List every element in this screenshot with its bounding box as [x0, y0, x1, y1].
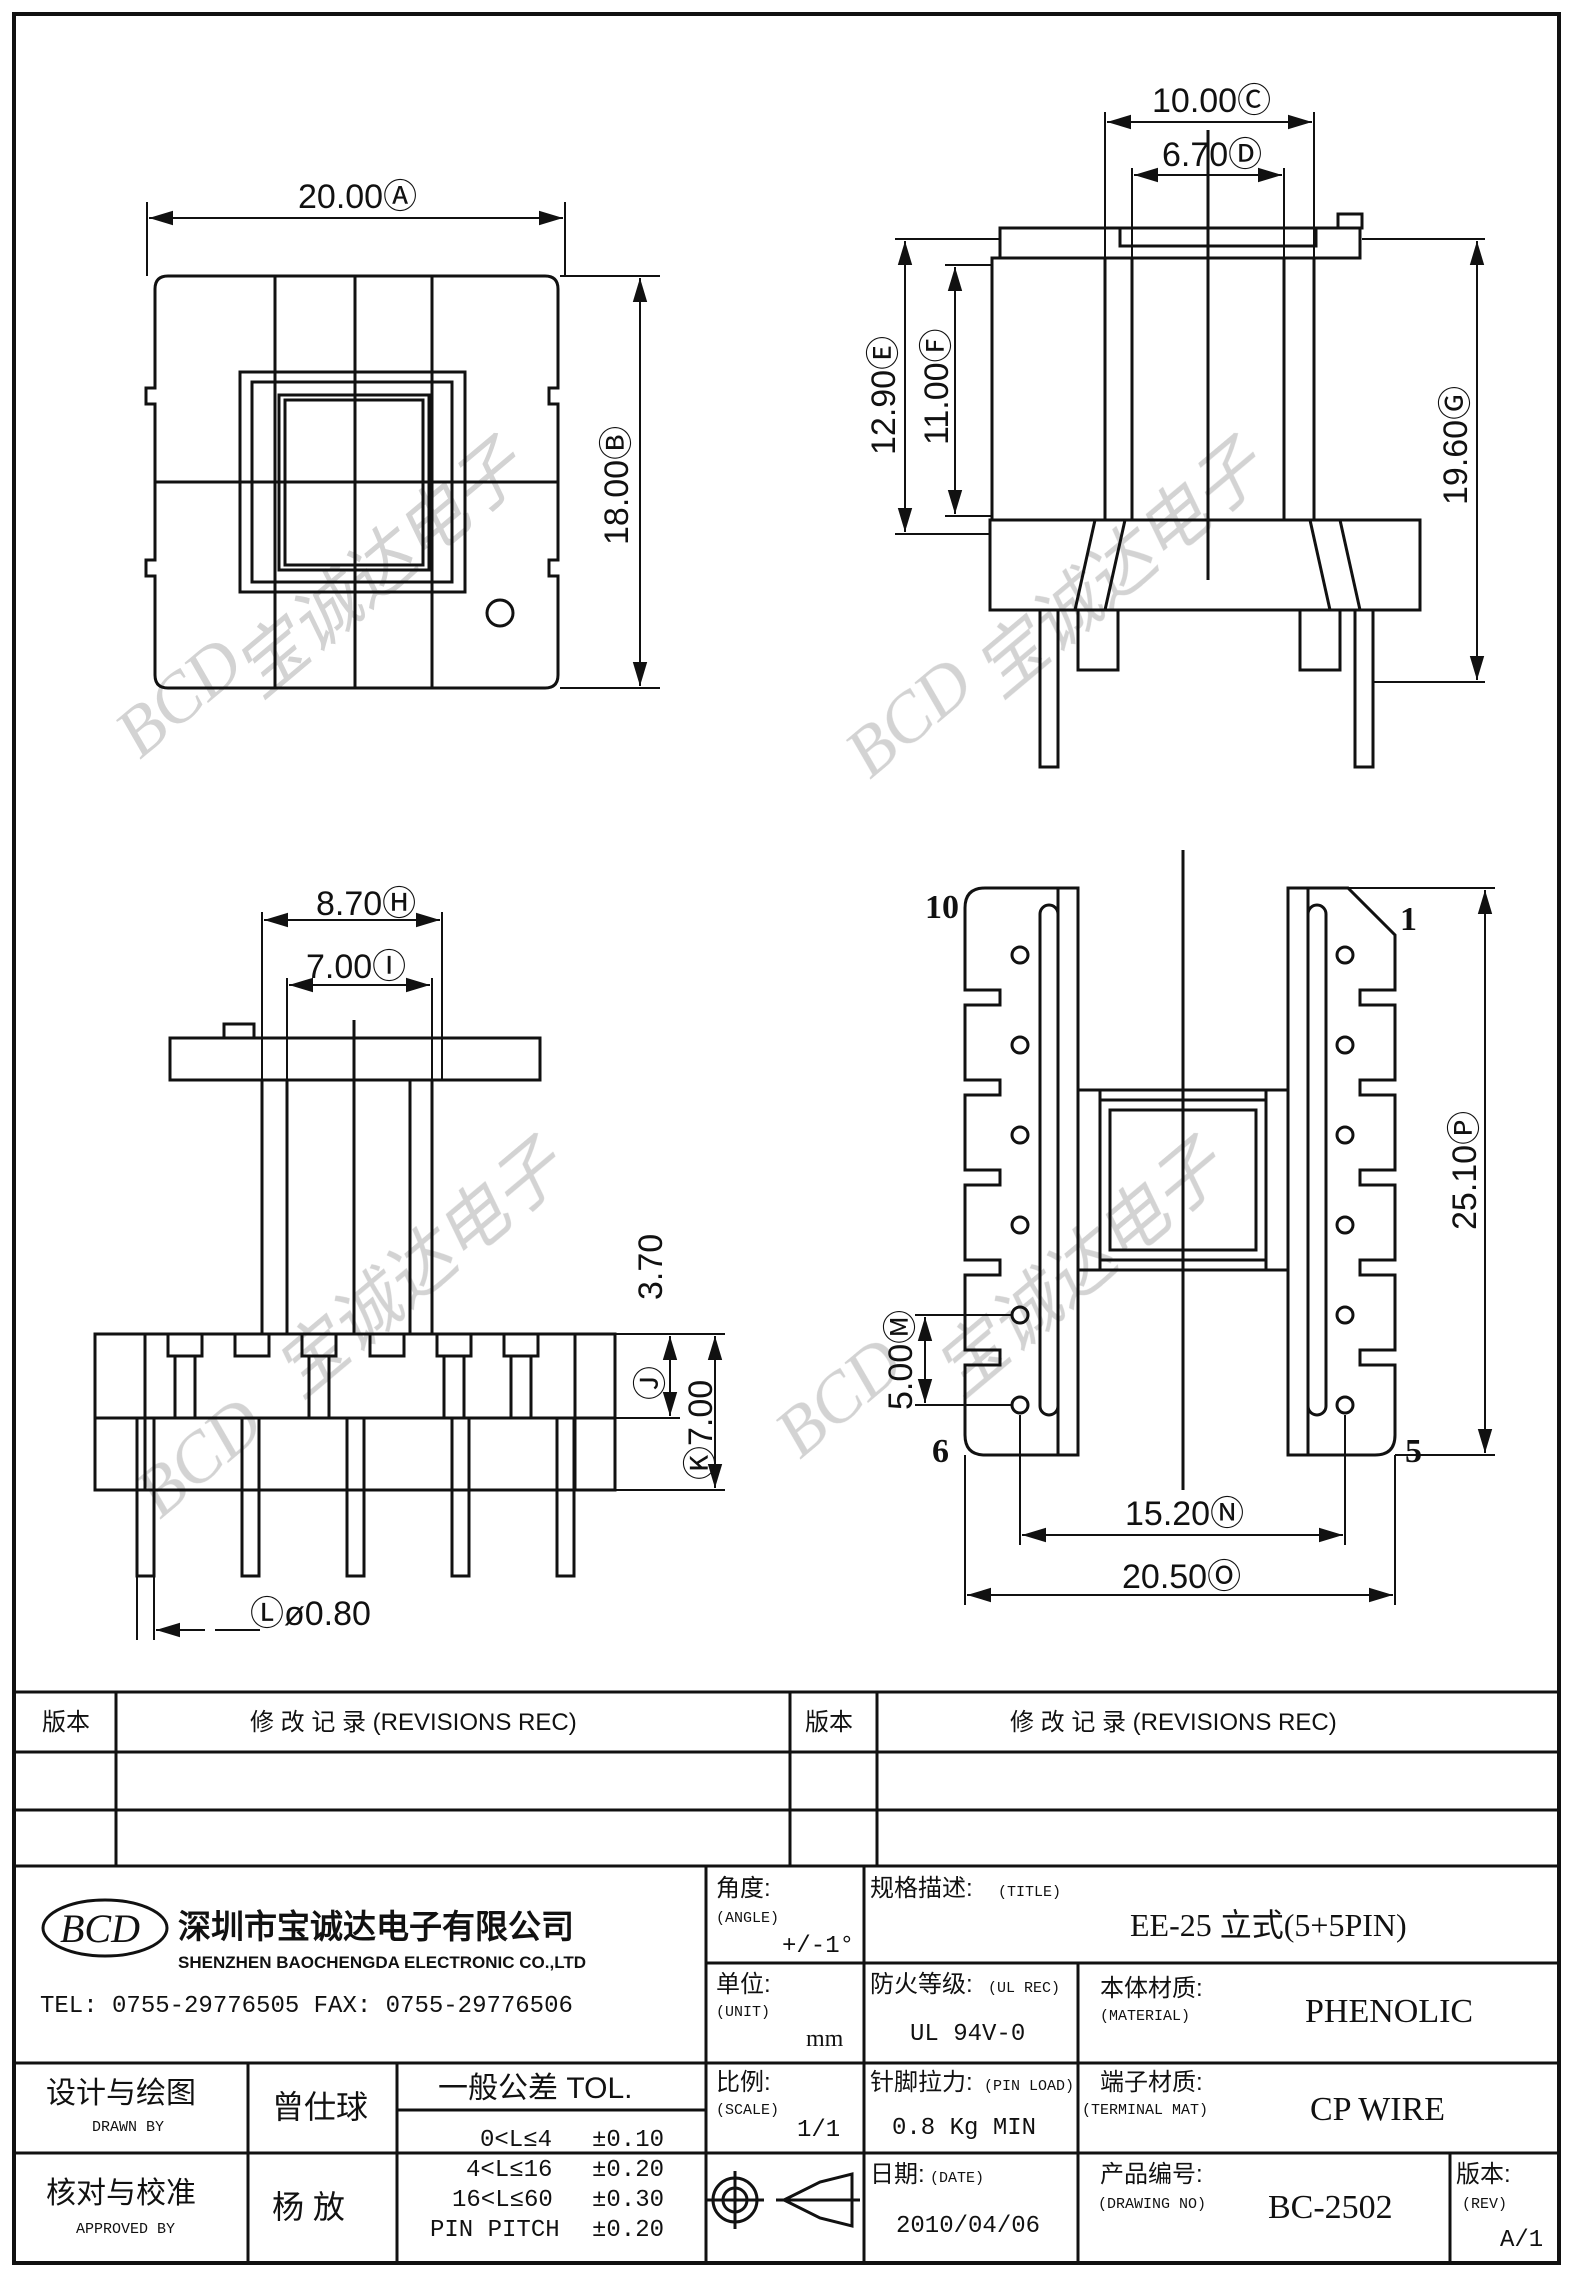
- tol-value-1: ±0.20: [592, 2157, 664, 2184]
- tol-range-3: PIN PITCH: [430, 2217, 560, 2244]
- pin-5-label: 5: [1405, 1433, 1422, 1470]
- scale-value: 1/1: [797, 2117, 840, 2144]
- dim-d: 6.70Ⓓ: [1162, 136, 1262, 174]
- drawn-label-en: DRAWN BY: [92, 2119, 164, 2136]
- revision-table: [14, 1690, 1559, 1868]
- tol-value-2: ±0.30: [592, 2187, 664, 2214]
- pinload-label: 针脚拉力:: [870, 2069, 973, 2096]
- tol-value-3: ±0.20: [592, 2217, 664, 2244]
- scale-label-en: (SCALE): [716, 2102, 779, 2119]
- rev-label-right: 版本: [805, 1709, 853, 1736]
- rev-title-left: 修 改 记 录 (REVISIONS REC): [250, 1709, 577, 1736]
- drawingno-label-en: (DRAWING NO): [1098, 2196, 1206, 2213]
- projection-symbol-icon: [706, 2171, 860, 2229]
- drawn-label: 设计与绘图: [46, 2077, 196, 2110]
- sheet-border: [12, 12, 1561, 2265]
- approved-label: 核对与校准: [46, 2177, 196, 2210]
- dim-c: 10.00Ⓒ: [1152, 82, 1271, 120]
- ul-value: UL 94V-0: [910, 2021, 1025, 2048]
- material-value: PHENOLIC: [1305, 1993, 1473, 2030]
- dim-n: 15.20Ⓝ: [1125, 1495, 1244, 1533]
- bottom-view: [963, 850, 1397, 1490]
- date-label: 日期:: [870, 2161, 925, 2188]
- dim-j: Ⓙ: [632, 1366, 670, 1400]
- drawn-value: 曾仕球: [272, 2089, 368, 2125]
- company-contact: TEL: 0755-29776505 FAX: 0755-29776506: [40, 1993, 573, 2020]
- unit-label: 单位:: [716, 1971, 771, 1998]
- tol-range-1: 4<L≤16: [466, 2157, 552, 2184]
- dim-p: 25.10Ⓟ: [1446, 1111, 1484, 1230]
- material-label: 本体材质:: [1100, 1975, 1203, 2002]
- side-view-dims: [136, 912, 725, 1640]
- pinload-label-en: (PIN LOAD): [984, 2078, 1074, 2095]
- angle-label-en: (ANGLE): [716, 1910, 779, 1927]
- svg-text:BCD: BCD: [831, 643, 988, 792]
- bottom-view-dims: [915, 887, 1495, 1605]
- dim-l: Ⓛø0.80: [250, 1595, 371, 1633]
- front-view: [988, 130, 1422, 769]
- angle-label: 角度:: [716, 1875, 771, 1902]
- rev-value: A/1: [1500, 2227, 1543, 2254]
- side-view: [93, 1020, 617, 1578]
- top-view: [144, 274, 560, 690]
- approved-label-en: APPROVED BY: [76, 2221, 175, 2238]
- pin-6-label: 6: [932, 1433, 949, 1470]
- tol-range-2: 16<L≤60: [452, 2187, 553, 2214]
- unit-value: mm: [806, 2026, 844, 2052]
- approved-value: 杨 放: [272, 2189, 345, 2225]
- ul-label-en: (UL REC): [988, 1980, 1060, 1997]
- front-view-dims: [895, 112, 1485, 683]
- drawingno-label: 产品编号:: [1100, 2161, 1203, 2188]
- dim-k: Ⓚ7.00: [682, 1380, 720, 1480]
- company-name-cn: 深圳市宝诚达电子有限公司: [178, 1908, 574, 1945]
- pinload-value: 0.8 Kg MIN: [892, 2115, 1036, 2142]
- svg-text:宝诚达电子: 宝诚达电子: [961, 426, 1282, 713]
- rev-label-left: 版本: [42, 1709, 90, 1736]
- tol-value-0: ±0.10: [592, 2127, 664, 2154]
- date-label-en: (DATE): [930, 2170, 984, 2187]
- scale-label: 比例:: [716, 2069, 771, 2096]
- dim-e: 12.90Ⓔ: [865, 336, 903, 455]
- terminal-label-en: (TERMINAL MAT): [1082, 2102, 1208, 2119]
- rev-label: 版本:: [1456, 2161, 1511, 2188]
- title-label: 规格描述:: [870, 1875, 973, 1902]
- angle-value: +/-1°: [782, 1933, 854, 1960]
- title-label-en: (TITLE): [998, 1884, 1061, 1901]
- top-view-dims: [146, 202, 660, 689]
- terminal-label: 端子材质:: [1100, 2069, 1203, 2096]
- ul-label: 防火等级:: [870, 1971, 973, 1998]
- dim-b: 18.00Ⓑ: [598, 426, 636, 545]
- rev-title-right: 修 改 记 录 (REVISIONS REC): [1010, 1709, 1337, 1736]
- material-label-en: (MATERIAL): [1100, 2008, 1190, 2025]
- dim-3-70: 3.70: [632, 1234, 670, 1300]
- tol-range-0: 0<L≤4: [480, 2127, 552, 2154]
- tol-title: 一般公差 TOL.: [438, 2072, 632, 2105]
- dim-h: 8.70Ⓗ: [316, 885, 416, 923]
- svg-text:BCD: BCD: [60, 1906, 140, 1951]
- terminal-value: CP WIRE: [1310, 2091, 1445, 2128]
- company-logo: BCD: [41, 1898, 169, 1958]
- title-value: EE-25 立式(5+5PIN): [1130, 1907, 1407, 1943]
- rev-label-en: (REV): [1462, 2196, 1507, 2213]
- pin-10-label: 10: [925, 889, 959, 926]
- dim-g: 19.60Ⓖ: [1437, 386, 1475, 505]
- date-value: 2010/04/06: [896, 2213, 1040, 2240]
- dim-m: 5.00Ⓜ: [882, 1310, 920, 1410]
- unit-label-en: (UNIT): [716, 2004, 770, 2021]
- dim-i: 7.00Ⓘ: [306, 948, 406, 986]
- dim-a: 20.00Ⓐ: [298, 178, 417, 216]
- title-block-grid: [14, 1866, 1559, 2263]
- dim-f: 11.00Ⓕ: [918, 328, 956, 445]
- dim-o: 20.50Ⓞ: [1122, 1558, 1241, 1596]
- pin-1-label: 1: [1400, 901, 1417, 938]
- company-name-en: SHENZHEN BAOCHENGDA ELECTRONIC CO.,LTD: [178, 1953, 586, 1972]
- drawingno-value: BC-2502: [1268, 2189, 1393, 2226]
